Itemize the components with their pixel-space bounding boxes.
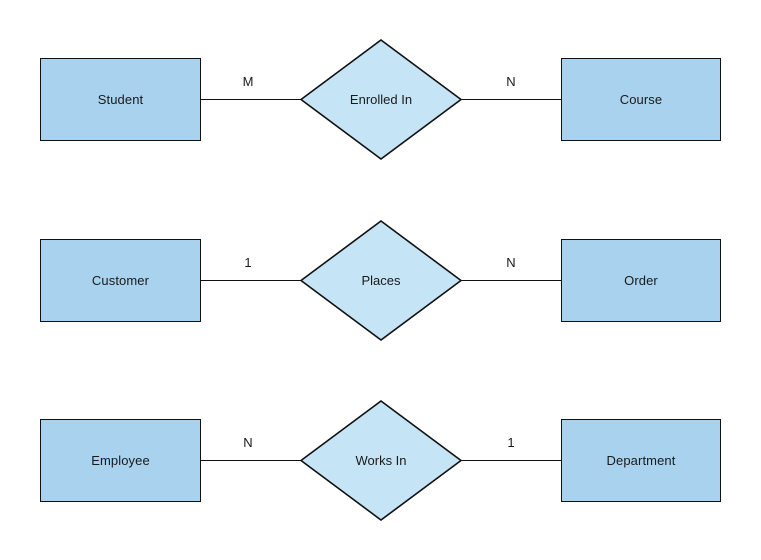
entity-label: Student [97,92,144,107]
er-relationship-row: Customer 1 Places N Order [0,216,761,346]
er-relationship-row: Student M Enrolled In N Course [0,35,761,165]
cardinality-label-right: 1 [507,435,515,450]
relationship-node[interactable]: Enrolled In [300,39,462,160]
cardinality-label-left: 1 [244,255,252,270]
cardinality-label-left: N [243,435,253,450]
connector-line-right [461,460,562,462]
connector-line-left [201,280,301,282]
entity-node-left[interactable]: Employee [40,419,201,502]
entity-label: Department [606,453,676,468]
entity-label: Course [619,92,663,107]
entity-node-right[interactable]: Department [561,419,721,502]
entity-label: Employee [91,453,150,468]
entity-label: Order [624,273,658,288]
diamond-icon [300,400,462,521]
entity-node-right[interactable]: Order [561,239,721,322]
connector-line-right [461,99,562,101]
cardinality-label-right: N [506,255,516,270]
connector-line-right [461,280,562,282]
entity-label: Customer [91,273,150,288]
entity-node-left[interactable]: Customer [40,239,201,322]
diamond-icon [300,39,462,160]
relationship-node[interactable]: Places [300,220,462,341]
relationship-node[interactable]: Works In [300,400,462,521]
diamond-icon [300,220,462,341]
er-relationship-row: Employee N Works In 1 Department [0,396,761,526]
connector-line-left [201,99,301,101]
entity-node-right[interactable]: Course [561,58,721,141]
cardinality-label-left: M [242,74,254,89]
connector-line-left [201,460,301,462]
cardinality-label-right: N [506,74,516,89]
entity-node-left[interactable]: Student [40,58,201,141]
